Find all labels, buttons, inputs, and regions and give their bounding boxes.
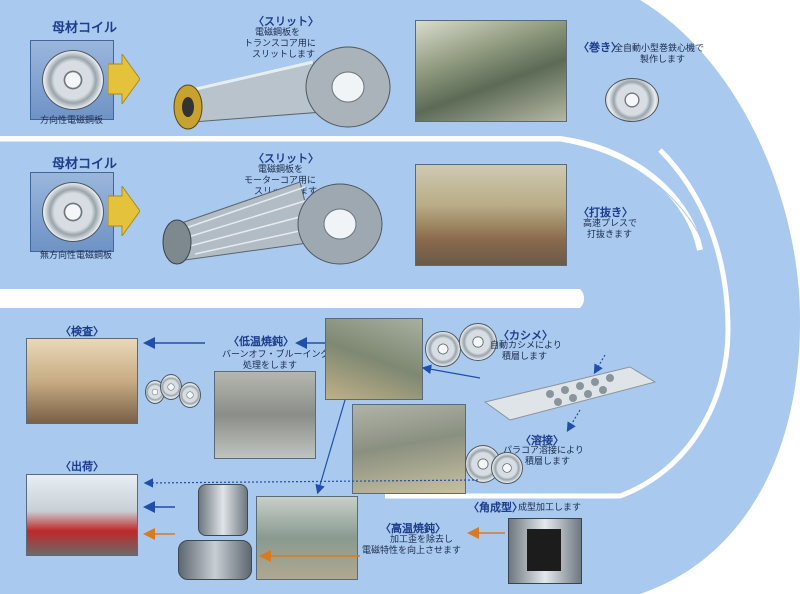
row2-slitting-image [162, 181, 383, 265]
row1-wound-core-image [605, 78, 659, 122]
row1-slit-line3: スリットします [252, 50, 316, 60]
box-arrow-icon [108, 186, 140, 236]
low-anneal-title: 〈低温焼鈍〉 [228, 335, 294, 348]
high-anneal-title: 〈高温焼鈍〉 [380, 522, 446, 535]
row2-coil-title: 母材コイル [52, 157, 118, 172]
row1-coil-caption: 方向性電磁鋼板 [40, 116, 104, 126]
row2-coil-image [30, 172, 140, 252]
forming-die-image [508, 518, 582, 584]
low-anneal-line2: 処理をします [243, 361, 298, 371]
kashime-cores-image [425, 323, 500, 368]
row2-coil-caption: 無方向性電磁鋼板 [40, 251, 113, 261]
row2-slit-line1: 電磁鋼板を [258, 165, 304, 175]
row1-slit-line2: トランスコア用に [244, 39, 316, 49]
welding-title: 〈溶接〉 [520, 434, 564, 447]
high-anneal-line1: 加工歪を除去し [390, 535, 454, 545]
inspection-photo [26, 338, 138, 424]
row1-slitting-image [173, 46, 391, 130]
low-anneal-cores-image [145, 372, 205, 408]
welding-line2: 積層します [525, 457, 571, 467]
kashime-title: 〈カシメ〉 [498, 329, 553, 342]
low-anneal-furnace-photo [214, 371, 316, 459]
kashime-line2: 積層します [502, 352, 548, 362]
shipping-title: 〈出荷〉 [60, 460, 104, 473]
row1-factory-photo [415, 20, 567, 122]
row2-punch-title: 〈打抜き〉 [578, 206, 633, 219]
box-arrow-icon [108, 54, 140, 104]
row1-winding-line2: 製作します [640, 55, 686, 65]
punched-strip-image [483, 366, 657, 421]
row1-winding-line1: 全自動小型巻鉄心機で [614, 44, 705, 54]
row2-slit-title: 〈スリット〉 [253, 152, 319, 165]
forming-title: 〈角成型〉 [468, 501, 523, 514]
row2-press-photo [415, 164, 567, 266]
shipping-truck-photo [26, 474, 138, 556]
high-anneal-furnace-photo [256, 496, 358, 580]
row1-winding-title: 〈巻き〉 [578, 41, 622, 54]
welded-cores-image [465, 440, 525, 485]
forming-line1: 成型加工します [518, 503, 582, 513]
high-anneal-line2: 電磁特性を向上させます [362, 546, 462, 556]
row1-coil-title: 母材コイル [52, 21, 118, 36]
row2-slit-line2: モーターコア用に [244, 176, 317, 186]
welding-machine-photo [352, 404, 466, 494]
kashime-line-photo [325, 318, 423, 400]
low-anneal-line1: バーンオフ・ブルーイング [222, 350, 330, 360]
row2-punch-line1: 高速プレスで [583, 219, 638, 229]
row1-coil-image [30, 40, 140, 120]
welding-line1: パラコア溶接により [503, 446, 584, 456]
row1-slit-title: 〈スリット〉 [253, 15, 319, 28]
finished-cores-image [178, 484, 258, 584]
row2-punch-line2: 打抜きます [587, 230, 633, 240]
inspection-title: 〈検査〉 [60, 325, 104, 338]
row1-slit-line1: 電磁鋼板を [255, 28, 301, 38]
kashime-line1: 自動カシメにより [490, 341, 562, 351]
